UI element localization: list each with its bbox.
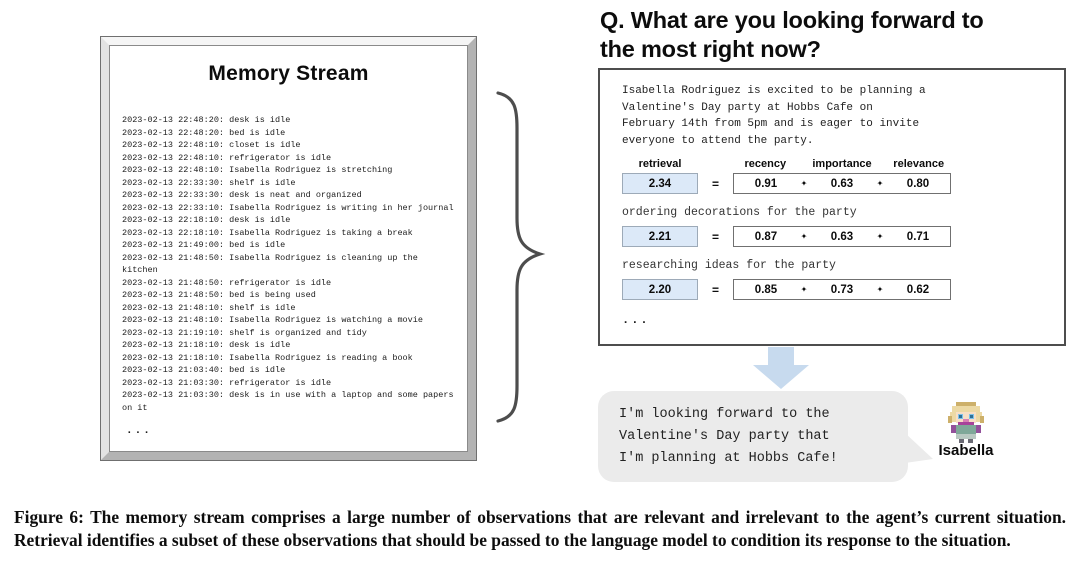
retrieval-score-box: 2.21 <box>622 226 698 247</box>
factor-scores-box: 0.91 ✦ 0.63 ✦ 0.80 <box>733 173 951 194</box>
memory-stream-ellipsis: ... <box>126 425 152 437</box>
retrieved-memory-label: researching ideas for the party <box>622 259 836 272</box>
curly-brace <box>496 91 546 423</box>
memory-stream-inner: Memory Stream 2023-02-13 22:48:20: desk … <box>109 45 468 452</box>
header-spacer <box>874 158 886 170</box>
figure-caption-label: Figure 6: <box>14 507 84 527</box>
retrieval-ellipsis: ... <box>622 313 650 327</box>
relevance-score: 0.62 <box>906 283 930 296</box>
retrieval-panel: Isabella Rodriguez is excited to be plan… <box>598 68 1066 346</box>
agent-name-label: Isabella <box>938 442 994 459</box>
retrieved-summary-line: Valentine's Day party at Hobbs Cafe on <box>622 101 873 114</box>
multiply-star-icon: ✦ <box>876 179 884 188</box>
memory-entry: 2023-02-13 21:03:30: refrigerator is idl… <box>122 377 332 388</box>
retrieval-score-box: 2.20 <box>622 279 698 300</box>
equals-sign: = <box>711 176 719 191</box>
down-arrow-icon <box>753 347 809 389</box>
multiply-star-icon: ✦ <box>876 285 884 294</box>
retrieval-row: ordering decorations for the party 2.21 … <box>622 206 1044 247</box>
memory-entry: 2023-02-13 21:48:50: refrigerator is idl… <box>122 277 332 288</box>
memory-entry: 2023-02-13 22:48:10: closet is idle <box>122 140 301 150</box>
relevance-score: 0.71 <box>906 230 930 243</box>
figure-caption: Figure 6: The memory stream comprises a … <box>14 506 1066 551</box>
retrieval-score-box: 2.34 <box>622 173 698 194</box>
memory-stream-list: 2023-02-13 22:48:20: desk is idle 2023-02… <box>122 114 467 414</box>
multiply-star-icon: ✦ <box>800 285 808 294</box>
memory-entry: 2023-02-13 22:48:20: desk is idle <box>122 115 291 125</box>
multiply-star-icon: ✦ <box>800 232 808 241</box>
header-recency: recency <box>744 158 787 170</box>
header-importance: importance <box>812 158 872 170</box>
memory-entry: 2023-02-13 22:18:10: desk is idle <box>122 215 291 225</box>
memory-entry: 2023-02-13 21:49:00: bed is idle <box>122 240 286 250</box>
question-heading: Q. What are you looking forward to the mo… <box>600 6 1070 64</box>
relevance-score: 0.80 <box>906 177 930 190</box>
memory-stream-panel: Memory Stream 2023-02-13 22:48:20: desk … <box>100 36 477 461</box>
equals-sign: = <box>711 282 719 297</box>
retrieval-row: researching ideas for the party 2.20 = 0… <box>622 259 1044 300</box>
memory-entry: 2023-02-13 22:33:30: desk is neat and or… <box>122 190 362 200</box>
memory-entry: 2023-02-13 22:48:20: bed is idle <box>122 127 286 138</box>
response-text-line: I'm looking forward to the <box>619 407 830 422</box>
speech-bubble-tail <box>905 433 933 463</box>
memory-entry: 2023-02-13 21:18:10: desk is idle <box>122 340 291 350</box>
retrieved-summary-line: everyone to attend the party. <box>622 134 814 147</box>
importance-score: 0.63 <box>830 230 854 243</box>
memory-entry: 2023-02-13 21:03:40: bed is idle <box>122 365 286 375</box>
isabella-avatar <box>948 402 984 443</box>
retrieval-rows: 2.34 = 0.91 ✦ 0.63 ✦ 0.80 ordering decor… <box>622 173 1044 300</box>
figure-caption-text: The memory stream comprises a large numb… <box>14 507 1066 550</box>
header-retrieval: retrieval <box>638 158 682 170</box>
score-row: 2.34 = 0.91 ✦ 0.63 ✦ 0.80 <box>622 173 1044 194</box>
importance-score: 0.73 <box>830 283 854 296</box>
score-row: 2.20 = 0.85 ✦ 0.73 ✦ 0.62 <box>622 279 1044 300</box>
retrieved-summary: Isabella Rodriguez is excited to be plan… <box>622 83 1044 149</box>
factor-scores-box: 0.85 ✦ 0.73 ✦ 0.62 <box>733 279 951 300</box>
recency-score: 0.91 <box>754 177 778 190</box>
header-relevance: relevance <box>893 158 945 170</box>
retrieval-row: 2.34 = 0.91 ✦ 0.63 ✦ 0.80 <box>622 173 1044 194</box>
agent-isabella: Isabella <box>934 402 998 459</box>
factor-headers: recency importance relevance <box>733 158 951 170</box>
memory-entry: 2023-02-13 22:33:30: shelf is idle <box>122 177 296 188</box>
memory-stream-title: Memory Stream <box>208 62 369 85</box>
question-heading-line: Q. What are you looking forward to <box>600 7 984 33</box>
question-heading-line: the most right now? <box>600 36 821 62</box>
memory-entry: on it <box>122 402 148 413</box>
multiply-star-icon: ✦ <box>800 179 808 188</box>
equals-sign: = <box>711 229 719 244</box>
retrieved-summary-line: February 14th from 5pm and is eager to i… <box>622 118 920 130</box>
memory-entry: 2023-02-13 21:48:50: bed is being used <box>122 290 316 300</box>
recency-score: 0.85 <box>754 283 778 296</box>
score-row: 2.21 = 0.87 ✦ 0.63 ✦ 0.71 <box>622 226 1044 247</box>
memory-entry: 2023-02-13 21:19:10: shelf is organized … <box>122 327 367 338</box>
memory-entry: 2023-02-13 21:48:10: shelf is idle <box>122 302 296 313</box>
memory-entry: 2023-02-13 21:48:50: Isabella Rodriguez … <box>122 252 418 263</box>
memory-entry: 2023-02-13 22:48:10: refrigerator is idl… <box>122 152 332 163</box>
memory-entry: kitchen <box>122 265 158 275</box>
response-text-line: Valentine's Day party that <box>619 429 830 444</box>
memory-entry: 2023-02-13 21:03:30: desk is in use with… <box>122 390 454 400</box>
retrieved-memory-label: ordering decorations for the party <box>622 206 857 219</box>
factor-scores-box: 0.87 ✦ 0.63 ✦ 0.71 <box>733 226 951 247</box>
importance-score: 0.63 <box>830 177 854 190</box>
memory-entry: 2023-02-13 22:33:10: Isabella Rodriguez … <box>122 202 454 213</box>
memory-entry: 2023-02-13 22:48:10: Isabella Rodriguez … <box>122 165 393 175</box>
header-spacer <box>798 158 810 170</box>
retrieved-summary-line: Isabella Rodriguez is excited to be plan… <box>622 85 926 97</box>
memory-stream-frame-bevel: Memory Stream 2023-02-13 22:48:20: desk … <box>101 37 476 460</box>
multiply-star-icon: ✦ <box>876 232 884 241</box>
response-text-line: I'm planning at Hobbs Cafe! <box>619 451 838 466</box>
memory-entry: 2023-02-13 21:48:10: Isabella Rodriguez … <box>122 315 423 325</box>
memory-entry: 2023-02-13 21:18:10: Isabella Rodriguez … <box>122 352 413 363</box>
score-headers-row: retrieval recency importance relevance <box>622 158 1044 170</box>
memory-entry: 2023-02-13 22:18:10: Isabella Rodriguez … <box>122 227 413 238</box>
recency-score: 0.87 <box>754 230 778 243</box>
